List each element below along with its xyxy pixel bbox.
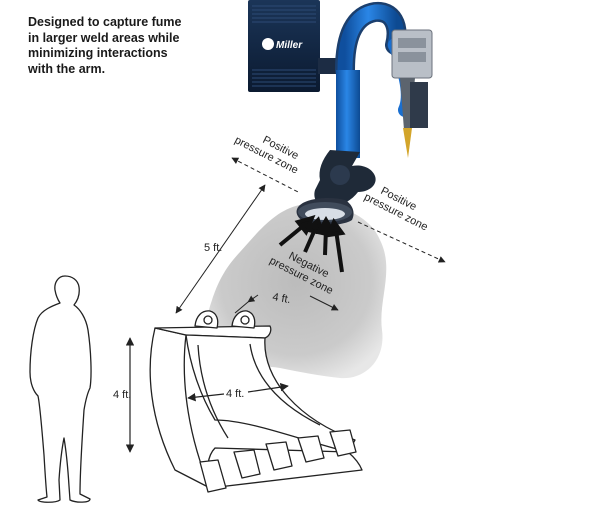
suction-arrows bbox=[278, 214, 346, 273]
dimension-cloud-width bbox=[234, 294, 339, 314]
label-cloud-width: 4 ft. bbox=[271, 291, 291, 306]
label-bucket-width: 4 ft. bbox=[226, 388, 244, 400]
label-bucket-height: 4 ft. bbox=[113, 389, 131, 401]
dimension-arm-reach bbox=[175, 184, 266, 314]
fume-extractor-unit: Miller bbox=[248, 0, 352, 92]
label-arm-reach: 5 ft. bbox=[204, 242, 222, 254]
caption-line-4: with the arm. bbox=[28, 61, 106, 76]
positive-zone-left-line bbox=[231, 157, 301, 194]
excavator-bucket bbox=[149, 310, 363, 493]
positive-zone-right-line bbox=[357, 221, 446, 263]
caption-line-2: in larger weld areas while bbox=[28, 30, 180, 45]
dimension-bucket-width bbox=[187, 382, 289, 402]
brand-logo-text: Miller bbox=[276, 40, 303, 51]
label-positive-zone-left: Positive pressure zone bbox=[232, 134, 300, 177]
person-silhouette-icon bbox=[29, 275, 92, 503]
brand-logo-icon bbox=[262, 38, 274, 50]
label-positive-zone-right: Positive pressure zone bbox=[362, 185, 430, 233]
caption-line-1: Designed to capture fume bbox=[28, 15, 182, 29]
caption-text: Designed to capture fume in larger weld … bbox=[28, 15, 228, 77]
caption-line-3: minimizing interactions bbox=[28, 46, 168, 60]
welding-torch bbox=[391, 29, 433, 158]
